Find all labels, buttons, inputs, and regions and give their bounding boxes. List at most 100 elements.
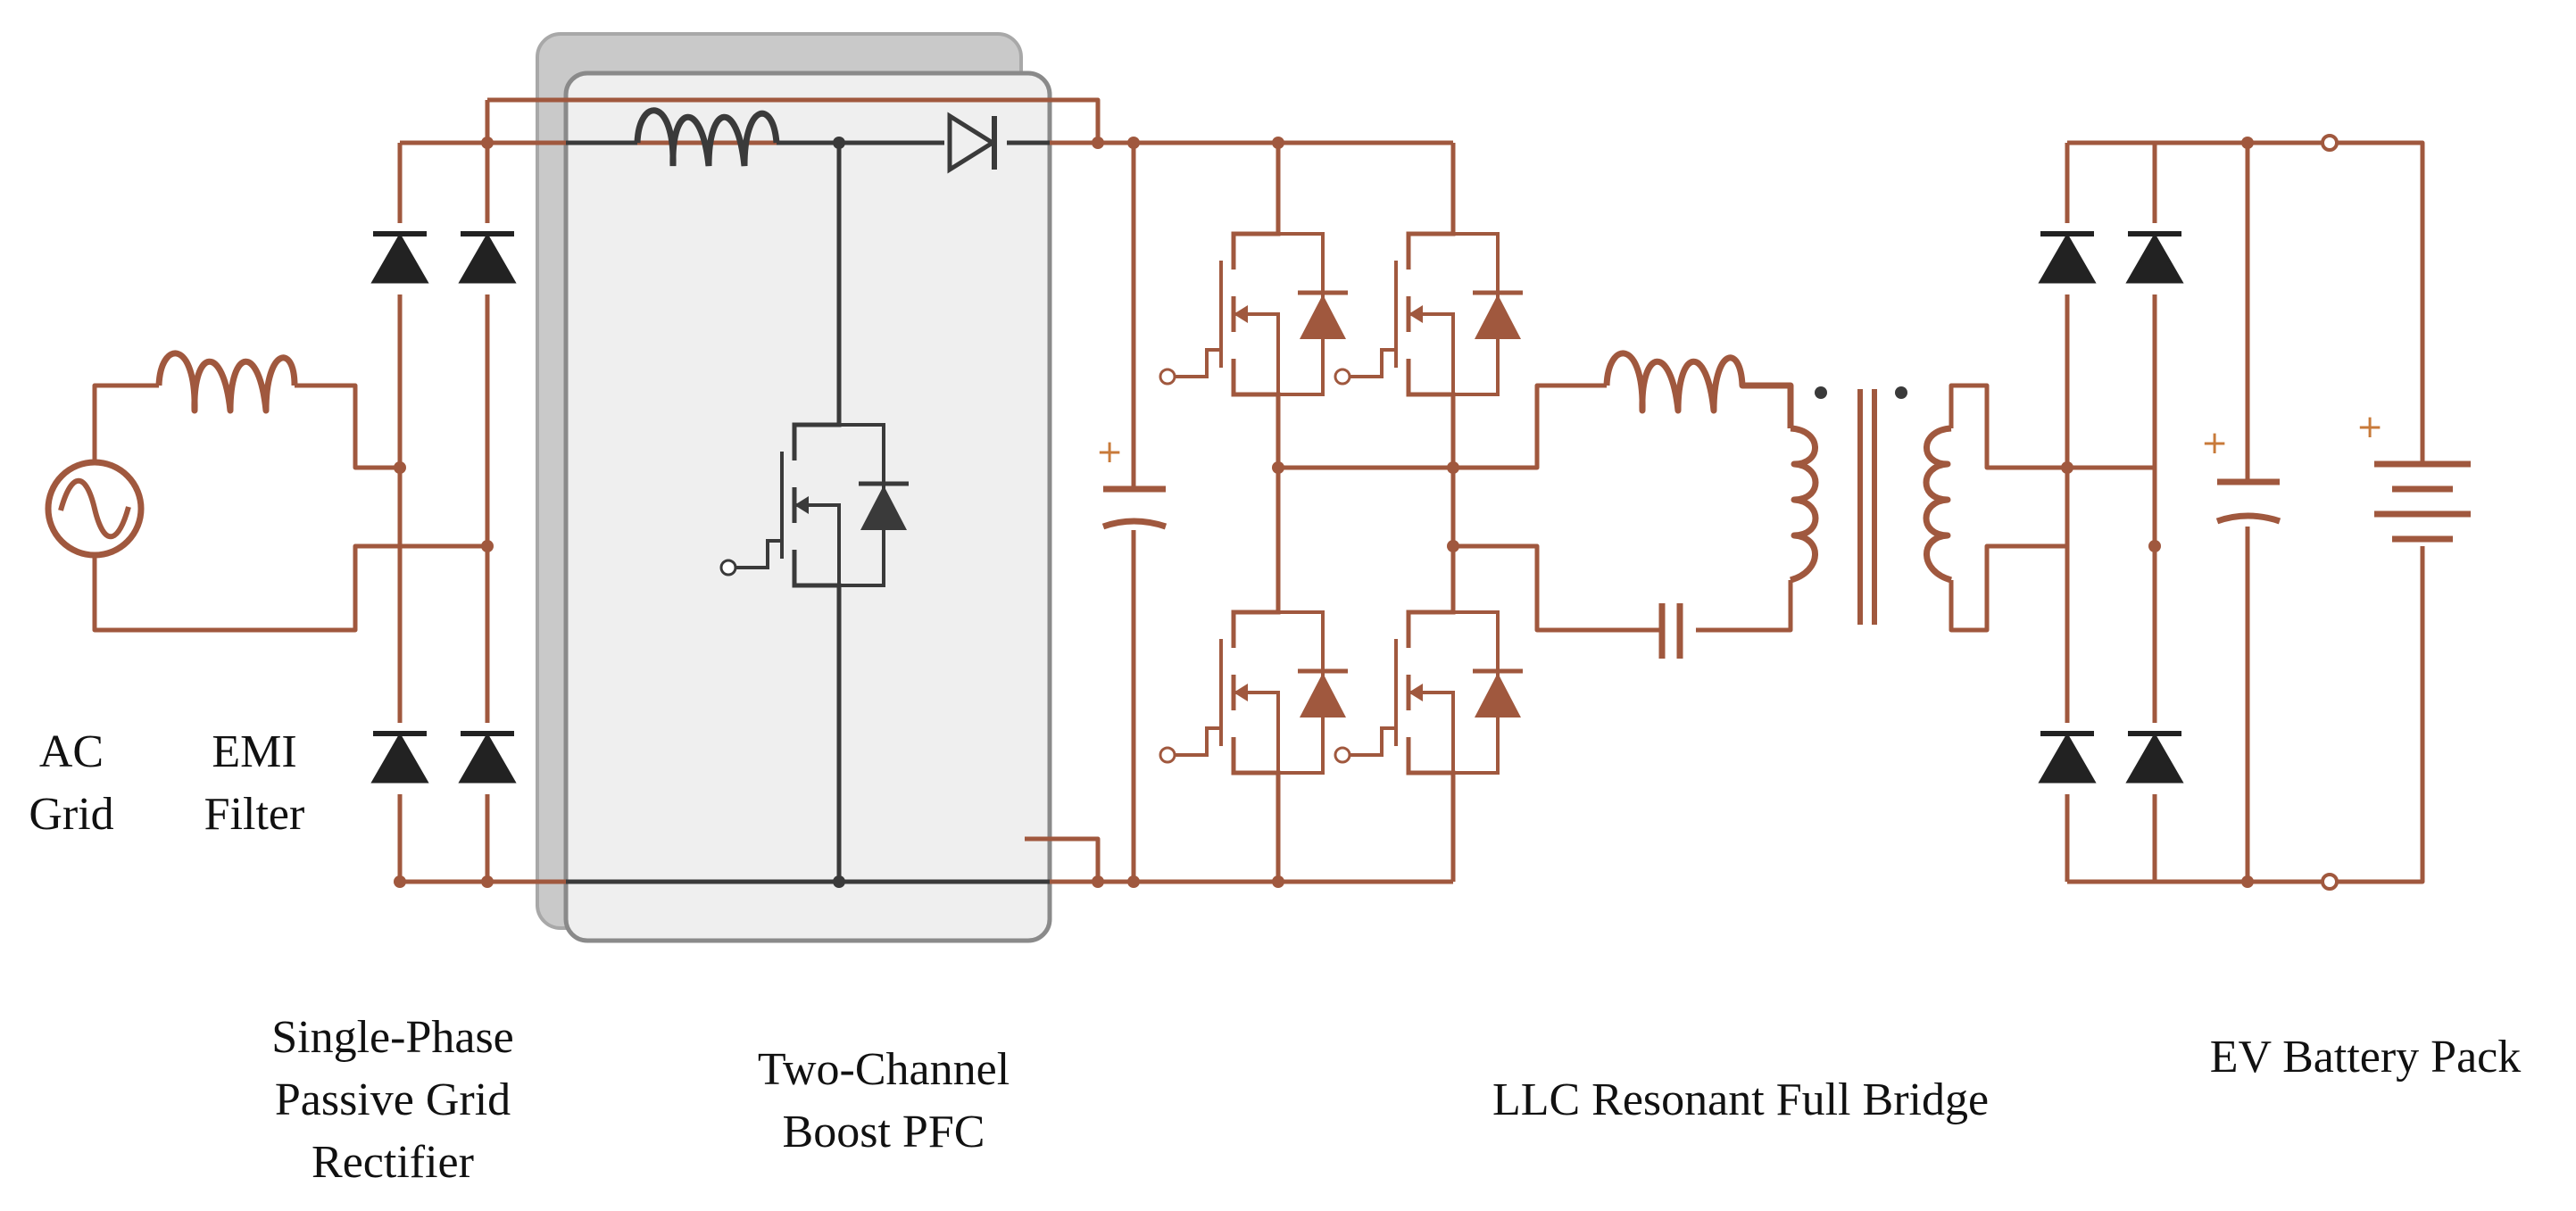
label-emi-filter-line: Filter: [204, 789, 305, 840]
mosfet-source-link: [1408, 312, 1455, 394]
mosfet-arrow: [1408, 684, 1423, 701]
dc-link-cap-plus: +: [1096, 434, 1123, 470]
label-rectifier-line: Single-Phase: [271, 1012, 514, 1063]
gate-terminal: [1159, 368, 1176, 386]
label-battery-line: EV Battery Pack: [2209, 1032, 2522, 1082]
output-cap-plus: +: [2201, 425, 2228, 461]
diode-triangle: [2038, 232, 2097, 284]
mosfet-arrow: [794, 496, 809, 514]
diode-triangle: [947, 112, 997, 174]
mosfet-gate: [1346, 639, 1398, 757]
dot: [481, 137, 494, 149]
secondary-bottom-wire: [1949, 543, 2067, 633]
dot: [1092, 137, 1104, 149]
mosfet-source-link: [1234, 691, 1280, 773]
transformer-core: [1857, 389, 1877, 625]
dot: [2241, 137, 2254, 149]
mosfet-arrow: [1234, 305, 1248, 323]
dot: [1127, 137, 1140, 149]
ac-top-wire: [92, 383, 159, 462]
battery-cells: [2374, 460, 2471, 543]
body-diode-triangle: [1475, 673, 1521, 717]
label-emi-filter: EMI Filter: [170, 721, 339, 846]
out-rect-bottom-rail: [2067, 546, 2425, 884]
terminal: [2321, 873, 2339, 891]
dot: [2061, 461, 2073, 474]
pfc-back-top: [487, 97, 1101, 143]
label-rectifier-line: Rectifier: [312, 1137, 474, 1188]
emi-out-wire: [295, 383, 400, 470]
output-diode: [2124, 723, 2185, 794]
label-ac-grid-line: AC: [38, 726, 104, 777]
resonant-cap: [1658, 603, 1683, 659]
ac-bottom-wire: [92, 543, 400, 633]
boost-diode: [944, 111, 1007, 175]
resonant-inductor: [1603, 350, 1794, 428]
battery-plus: +: [2356, 409, 2383, 445]
label-pfc-line: Boost PFC: [782, 1107, 985, 1157]
bridge-mid-b-low: [1453, 543, 1662, 633]
dot: [1092, 875, 1104, 888]
mosfet-source-link: [1234, 312, 1280, 394]
dot: [1272, 875, 1284, 888]
rectifier-diode: [457, 223, 518, 294]
emi-inductor: [155, 350, 298, 414]
dot: [1447, 461, 1459, 474]
transformer-primary: [1789, 425, 1819, 584]
mosfet-source-link: [794, 503, 841, 585]
resonant-cap-wire: [1696, 580, 1793, 633]
label-pfc: Two-Channel Boost PFC: [705, 1039, 1062, 1164]
rectifier-diode: [370, 223, 430, 294]
dot: [1447, 540, 1459, 552]
pfc-inductor: [634, 107, 780, 167]
gate-terminal: [1334, 368, 1351, 386]
out-rect-top-rail: [2067, 140, 2425, 462]
mosfet-arrow: [1234, 684, 1248, 701]
output-diode: [2037, 723, 2098, 794]
dot: [1272, 461, 1284, 474]
polarity-dot: [1815, 386, 1827, 399]
bridge-mid-b-out: [1453, 383, 1607, 470]
dot: [481, 875, 494, 888]
diode-triangle: [458, 732, 517, 784]
bridge-mosfet-high-2: [1334, 207, 1523, 421]
mosfet-gate: [1171, 639, 1223, 757]
label-llc-line: LLC Resonant Full Bridge: [1492, 1074, 1990, 1125]
body-diode-triangle: [1300, 294, 1346, 339]
diode-triangle: [370, 732, 429, 784]
secondary-top-wire: [1949, 383, 2067, 470]
bridge-mosfet-low-2: [1334, 585, 1523, 800]
output-diode: [2037, 223, 2098, 294]
label-llc: LLC Resonant Full Bridge: [1392, 1069, 2089, 1132]
polarity-dot: [1895, 386, 1907, 399]
dot: [1272, 137, 1284, 149]
label-ac-grid: AC Grid: [0, 721, 143, 846]
body-diode-triangle: [860, 485, 907, 530]
diode-triangle: [458, 232, 517, 284]
body-diode-triangle: [1475, 294, 1521, 339]
mosfet-gate: [732, 452, 784, 569]
diode-triangle: [370, 232, 429, 284]
pfc-switch-wire: [566, 143, 1050, 884]
bridge-mosfet-low-1: [1159, 585, 1348, 800]
transformer-secondary: [1923, 425, 1953, 584]
gate-terminal: [1159, 746, 1176, 764]
dot: [481, 540, 494, 552]
label-battery: EV Battery Pack: [2160, 1026, 2571, 1089]
dot: [2148, 540, 2161, 552]
diode-triangle: [2038, 732, 2097, 784]
dot: [833, 137, 845, 149]
mosfet-source-link: [1408, 691, 1455, 773]
label-pfc-line: Two-Channel: [757, 1044, 1010, 1095]
mosfet-gate: [1171, 261, 1223, 378]
dc-link-cap: [1101, 485, 1168, 530]
label-rectifier-line: Passive Grid: [274, 1074, 511, 1125]
body-diode-triangle: [1300, 673, 1346, 717]
rectifier-diode: [370, 723, 430, 794]
gate-terminal: [1334, 746, 1351, 764]
dot: [1127, 875, 1140, 888]
label-emi-filter-line: EMI: [212, 726, 297, 777]
output-diode: [2124, 223, 2185, 294]
